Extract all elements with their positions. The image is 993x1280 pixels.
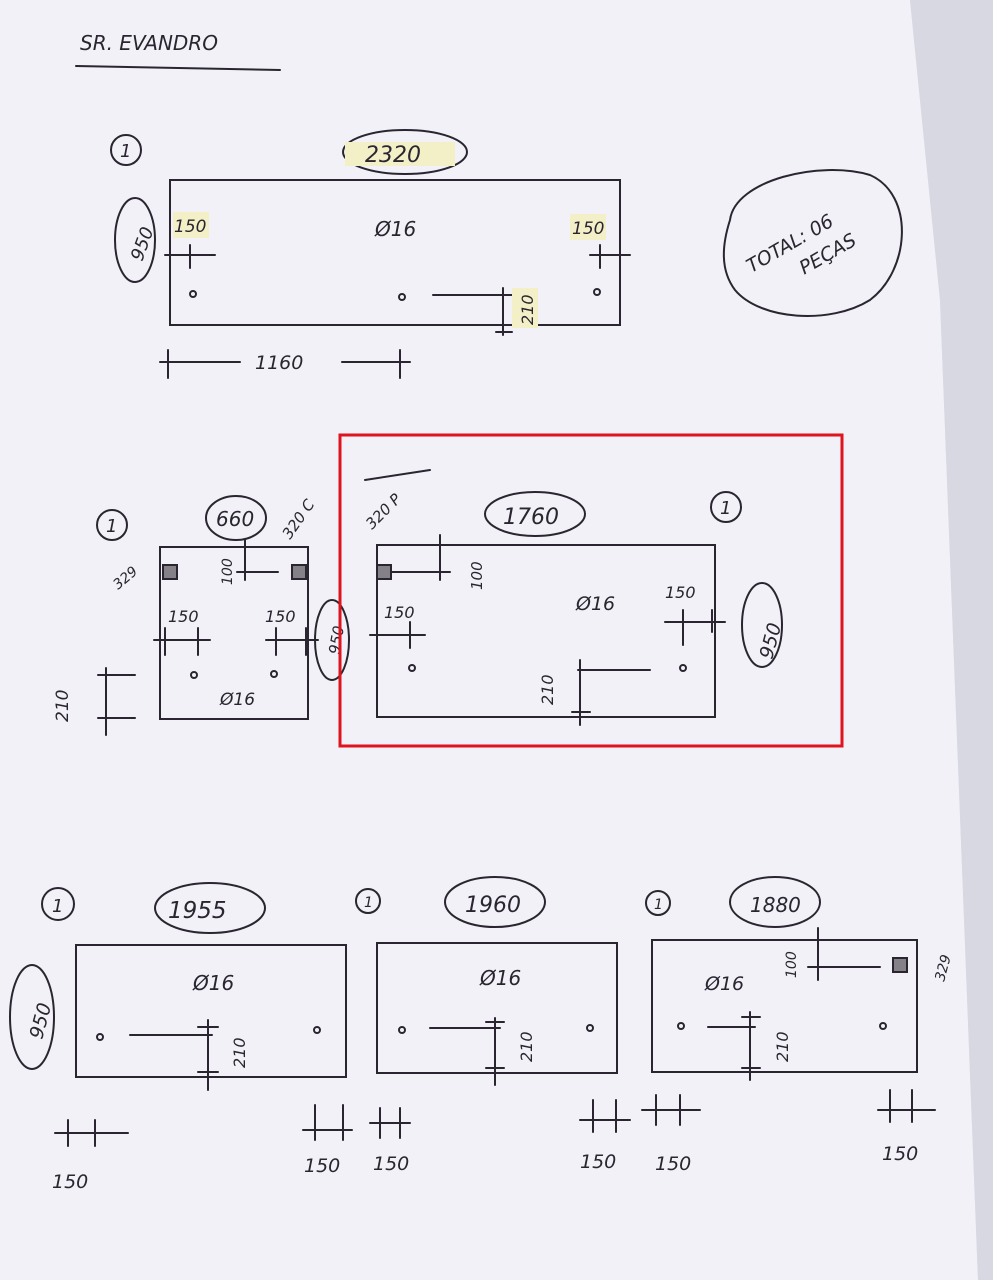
- highlight-offset: [512, 288, 538, 328]
- piece-3-hole-label: Ø16: [575, 593, 615, 615]
- piece-5-outline: [376, 942, 618, 1074]
- piece-6-top-offset: 100: [784, 951, 800, 978]
- piece-5-right-margin: 150: [580, 1151, 616, 1173]
- piece-1-outline: [169, 179, 621, 326]
- header-underline: [75, 65, 281, 71]
- piece-5-length: 1960: [465, 893, 521, 918]
- piece-6-hole-label: Ø16: [704, 973, 744, 995]
- piece-5-hole-right: [586, 1024, 594, 1032]
- piece-6-qty-circle: [645, 890, 671, 916]
- piece-4-left-margin: 150: [52, 1171, 88, 1193]
- piece-6-qty: 1: [654, 897, 663, 913]
- piece-4-height-oval: [9, 964, 55, 1070]
- piece-4-qty-circle: [41, 887, 75, 921]
- piece-1-qty: 1: [120, 141, 131, 162]
- piece-1-hole-center: [398, 293, 406, 301]
- piece-5-hole-label: Ø16: [479, 966, 521, 990]
- background-surface: [910, 0, 993, 1280]
- piece-3-left-margin: 150: [384, 603, 415, 622]
- piece-3-cutout: [376, 564, 392, 580]
- piece-5-hole-left: [398, 1026, 406, 1034]
- total-note-circle: [722, 169, 903, 317]
- piece-6-hole-offset: 210: [773, 1031, 792, 1062]
- piece-2-left-margin: 150: [168, 607, 199, 626]
- highlight-left-margin: [173, 212, 209, 238]
- piece-3-hole-left: [408, 664, 416, 672]
- piece-6-cutout: [892, 957, 908, 973]
- piece-5-qty-circle: [355, 888, 381, 914]
- piece-1-qty-circle: [110, 134, 142, 166]
- piece-2-hole-left: [190, 671, 198, 679]
- piece-2-cutout-right: [291, 564, 307, 580]
- piece-1-hole-left: [189, 290, 197, 298]
- piece-4-hole-label: Ø16: [192, 971, 234, 995]
- piece-2-length-oval: [205, 495, 267, 541]
- piece-4-length: 1955: [168, 898, 227, 924]
- piece-1-hole-right: [593, 288, 601, 296]
- piece-2-length: 660: [216, 507, 254, 531]
- piece-6-length: 1880: [750, 893, 801, 917]
- piece-6-hole-right: [879, 1022, 887, 1030]
- piece-1-height-oval: [114, 197, 156, 283]
- piece-3-qty: 1: [720, 498, 731, 519]
- highlight-length: [345, 142, 455, 166]
- piece-3-height-oval: [741, 582, 783, 668]
- piece-2-top-offset: 100: [220, 558, 236, 585]
- piece-1-center-dist: 1160: [255, 352, 303, 374]
- piece-5-left-margin: 150: [373, 1153, 409, 1175]
- piece-4-qty: 1: [52, 896, 63, 917]
- piece-2-hole-right: [270, 670, 278, 678]
- piece-1-hole-offset: 210: [518, 294, 537, 325]
- highlight-right-margin: [570, 214, 606, 240]
- piece-5-hole-offset: 210: [517, 1031, 536, 1062]
- piece-5-length-oval: [444, 876, 546, 928]
- piece-1-right-margin: 150: [572, 219, 604, 239]
- piece-4-right-margin: 150: [304, 1155, 340, 1177]
- piece-4-hole-right: [313, 1026, 321, 1034]
- piece-6-cutout: 329: [932, 953, 954, 983]
- piece-4-length-oval: [154, 882, 266, 934]
- piece-2-outline: [159, 546, 309, 720]
- piece-2-hole-label: Ø16: [219, 690, 255, 710]
- piece-2-qty: 1: [106, 516, 117, 537]
- piece-3-length: 1760: [503, 505, 559, 530]
- piece-1-hole-label: Ø16: [374, 217, 416, 241]
- client-name: SR. EVANDRO: [80, 31, 218, 55]
- piece-6-outline: [651, 939, 918, 1073]
- selection-box: [338, 433, 844, 748]
- piece-2-height: 950: [325, 624, 348, 655]
- piece-3-length-oval: [484, 491, 586, 537]
- piece-3-right-margin: 150: [665, 583, 696, 602]
- piece-4-outline: [75, 944, 347, 1078]
- piece-6-left-margin: 150: [655, 1153, 691, 1175]
- piece-5-qty: 1: [364, 895, 373, 911]
- piece-6-hole-left: [677, 1022, 685, 1030]
- piece-3-hole-right: [679, 664, 687, 672]
- piece-3-top-offset: 100: [468, 561, 486, 590]
- piece-1-length: 2320: [365, 143, 421, 168]
- piece-6-length-oval: [729, 876, 821, 928]
- piece-1-left-margin: 150: [174, 217, 206, 237]
- piece-6-right-margin: 150: [882, 1143, 918, 1165]
- piece-2-cutout-left: [162, 564, 178, 580]
- piece-4-hole-left: [96, 1033, 104, 1041]
- piece-3-qty-circle: [710, 491, 742, 523]
- piece-4-hole-offset: 210: [230, 1037, 249, 1068]
- piece-2-hole-offset: 210: [53, 690, 73, 722]
- piece-1-length-oval: [342, 129, 468, 175]
- piece-2-right-margin: 150: [265, 607, 296, 626]
- piece-2-qty-circle: [96, 509, 128, 541]
- piece-3-hole-offset: 210: [538, 674, 557, 705]
